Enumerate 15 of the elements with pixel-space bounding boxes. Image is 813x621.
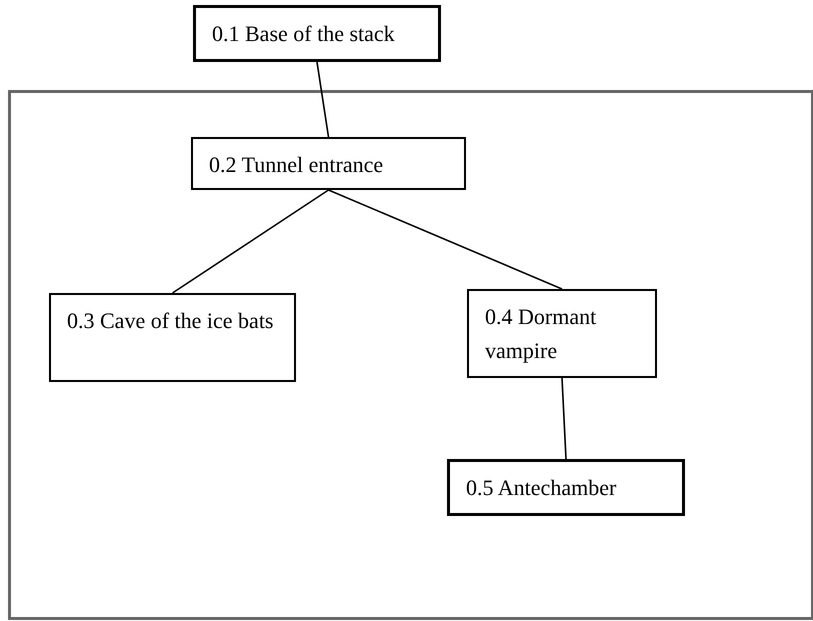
node-label: 0.1 Base of the stack xyxy=(212,20,396,48)
node-label: 0.5 Antechamber xyxy=(466,474,618,502)
process-box xyxy=(191,137,466,190)
node-label: 0.2 Tunnel entrance xyxy=(209,151,384,179)
process-box xyxy=(193,5,441,62)
process-box xyxy=(447,459,685,516)
connector-line xyxy=(172,189,329,294)
connector-line xyxy=(316,62,330,138)
connector-line xyxy=(328,189,562,290)
node-label: 0.3 Cave of the ice bats xyxy=(67,307,274,335)
frame-box xyxy=(8,90,813,620)
process-box xyxy=(467,289,657,378)
node-label: 0.4 Dormant vampire xyxy=(485,303,598,365)
connector-line xyxy=(561,378,567,460)
process-box xyxy=(49,293,296,382)
